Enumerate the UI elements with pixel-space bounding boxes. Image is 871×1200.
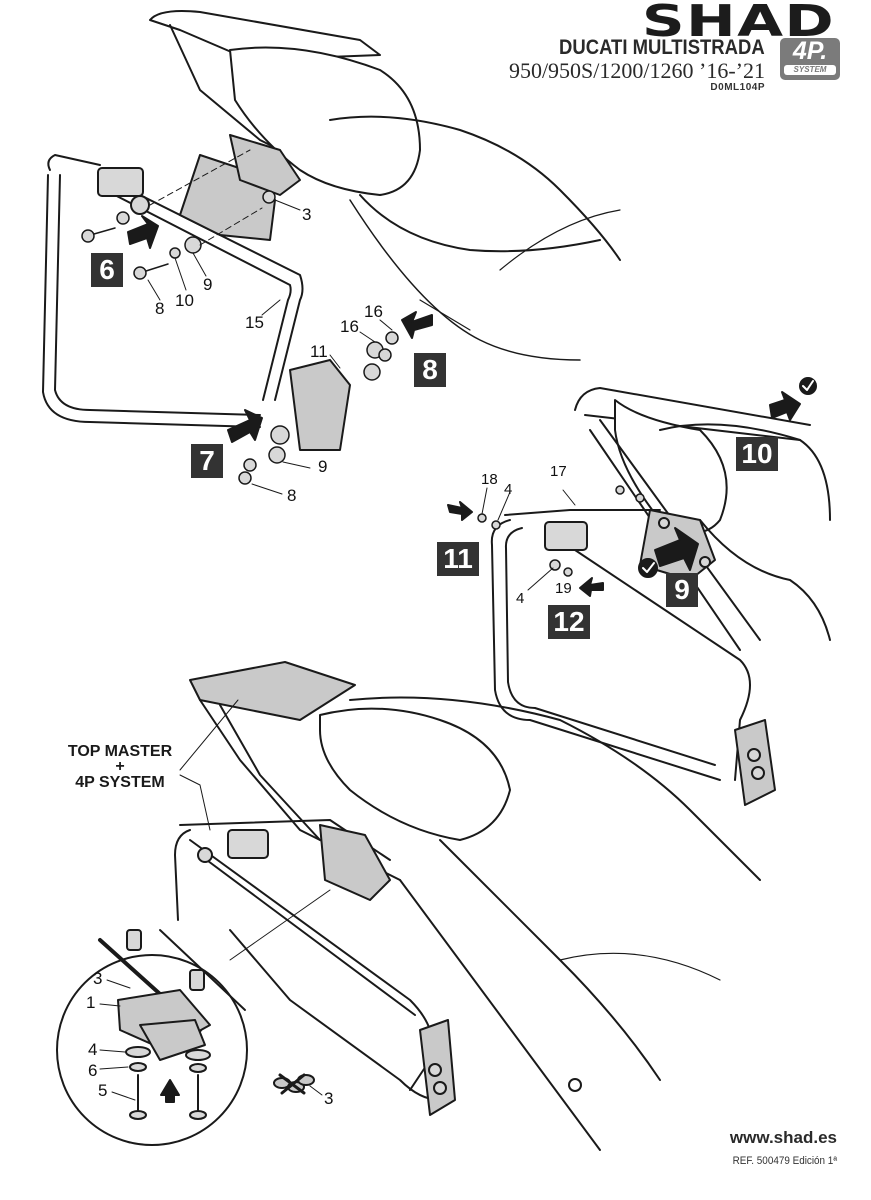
arrow-step-9 xyxy=(654,527,699,571)
part-label: 9 xyxy=(318,457,328,476)
part-label: 4 xyxy=(88,1040,98,1059)
part-label: 16 xyxy=(340,317,359,336)
part-label: 3 xyxy=(93,969,103,988)
part-label: 3 xyxy=(324,1089,334,1108)
part-label: 4 xyxy=(504,481,513,498)
part-label: 1 xyxy=(86,993,96,1012)
arrow-step-11 xyxy=(447,501,473,521)
bracket-plate-upper xyxy=(229,134,301,196)
part-label: 19 xyxy=(555,580,572,597)
brand-logo: SHAD xyxy=(641,0,835,47)
model-title: DUCATI MULTISTRADA xyxy=(559,36,765,59)
bolts-right xyxy=(477,485,645,577)
part-label: 11 xyxy=(310,342,328,361)
website-link[interactable]: www.shad.es xyxy=(729,1128,837,1147)
part-label: 4 xyxy=(516,590,525,607)
bracket-plate-lower xyxy=(289,359,351,451)
motorcycle-rear-bottom xyxy=(189,661,761,1151)
step-badge-12: 12 xyxy=(548,605,590,639)
bolts-step-7-8 xyxy=(238,331,399,485)
model-years: 950/950S/1200/1260 ’16-’21 xyxy=(508,58,765,83)
step-badge-9: 9 xyxy=(666,573,698,607)
leader-lines-top xyxy=(147,149,393,495)
annotation-line-3: 4P SYSTEM xyxy=(75,774,165,791)
annotation-line-1: TOP MASTER xyxy=(67,743,173,760)
leader-lines-right xyxy=(481,487,576,591)
step-badge-11: 11 xyxy=(437,542,479,576)
step-badge-6: 6 xyxy=(91,253,123,287)
arrow-step-12 xyxy=(579,577,604,597)
part-label: 5 xyxy=(98,1081,108,1100)
part-label: 18 xyxy=(481,471,498,488)
top-master-annotation: TOP MASTER + 4P SYSTEM xyxy=(55,742,185,792)
arrow-step-10 xyxy=(769,391,801,421)
annotation-leader-lines xyxy=(179,699,331,961)
part-label: 8 xyxy=(287,486,297,505)
part-label: 10 xyxy=(175,291,194,310)
part-label: 15 xyxy=(245,313,264,332)
part-label: 6 xyxy=(88,1061,98,1080)
part-label: 9 xyxy=(203,275,213,294)
side-rack-bottom xyxy=(174,819,456,1116)
side-rack-top xyxy=(42,154,304,428)
annotation-line-2: + xyxy=(115,758,125,775)
part-label: 8 xyxy=(155,299,165,318)
4p-badge-main: 4P. xyxy=(792,37,828,65)
check-mark-icon xyxy=(638,558,658,578)
removed-part-3 xyxy=(273,1073,323,1096)
part-label: 17 xyxy=(550,463,567,480)
step-badge-7: 7 xyxy=(191,444,223,478)
bolts-step-6 xyxy=(81,190,276,280)
motorcycle-rear-top xyxy=(149,10,621,361)
arrow-step-7 xyxy=(227,409,263,443)
arrow-step-8 xyxy=(401,311,433,339)
arrow-step-6 xyxy=(127,215,159,249)
part-label: 3 xyxy=(302,205,312,224)
side-rack-right xyxy=(490,509,776,806)
product-code: D0ML104P xyxy=(710,82,765,93)
check-mark-icon xyxy=(799,377,817,395)
reference-number: REF. 500479 Edición 1ª xyxy=(732,1155,837,1167)
motorcycle-rear-right xyxy=(574,387,831,651)
step-badge-8: 8 xyxy=(414,353,446,387)
inset-detail xyxy=(56,929,248,1146)
4p-badge-sub: SYSTEM xyxy=(784,65,836,75)
part-label: 16 xyxy=(364,302,383,321)
4p-system-badge: 4P. SYSTEM xyxy=(780,38,840,80)
step-badge-10: 10 xyxy=(736,437,778,471)
